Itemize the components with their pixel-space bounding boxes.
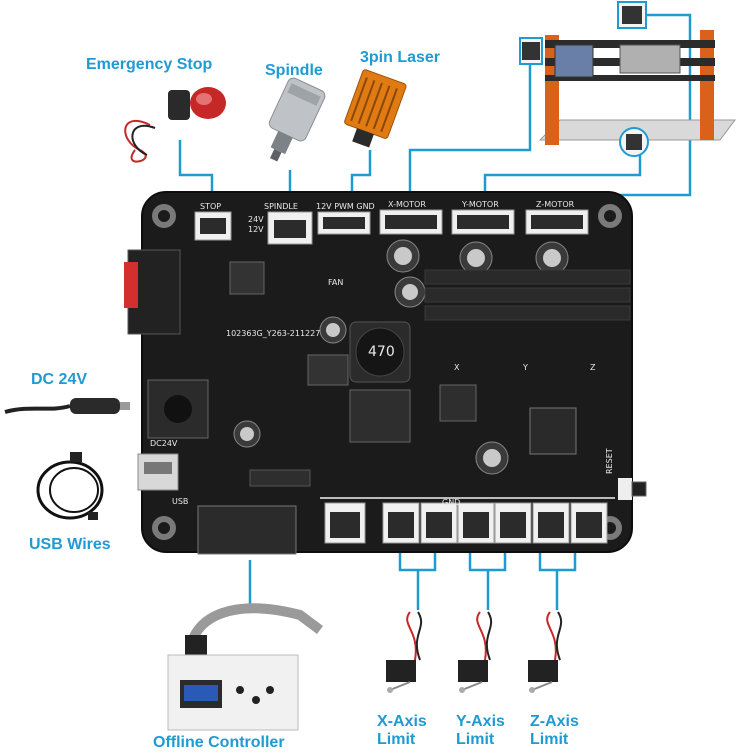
emergency-stop-image: [124, 87, 226, 163]
line-emergency-stop: [178, 140, 214, 205]
laser-image: [344, 69, 407, 148]
line-laser: [350, 150, 372, 205]
silk-dc24v: DC24V: [150, 439, 178, 448]
offline-controller-image: [167, 603, 323, 731]
silk-gnd: GND: [442, 498, 460, 507]
silk-y-motor: Y-MOTOR: [461, 200, 499, 209]
limit-switch-z-image: [528, 611, 563, 693]
silk-reset: RESET: [605, 448, 614, 474]
board-silkscreen: STOP SPINDLE 12V PWM GND X-MOTOR Y-MOTOR…: [150, 200, 614, 507]
silk-y: Y: [522, 363, 528, 372]
callout-y-limit-line2: Limit: [456, 731, 495, 748]
silk-usb: USB: [172, 497, 188, 506]
silk-laser-pins: 12V PWM GND: [316, 202, 375, 211]
line-y-motor: [483, 145, 642, 205]
silk-12v: 12V: [248, 225, 264, 234]
callout-laser: 3pin Laser: [360, 49, 441, 66]
callout-y-limit-line1: Y-Axis: [456, 713, 505, 730]
controller-board: [124, 191, 647, 555]
silk-board-id: 102363G_Y263-211227: [226, 329, 320, 338]
silk-stop: STOP: [200, 202, 221, 211]
callout-spindle: Spindle: [265, 62, 323, 79]
callout-emergency-stop: Emergency Stop: [86, 56, 213, 73]
callout-x-limit-line1: X-Axis: [377, 713, 427, 730]
silk-z: Z: [590, 363, 596, 372]
limit-switch-x-image: [386, 611, 423, 693]
callout-dc24v: DC 24V: [31, 371, 88, 388]
callout-x-limit: X-Axis Limit: [377, 713, 427, 749]
usb-cable-image: [36, 452, 104, 520]
callout-z-limit: Z-Axis Limit: [530, 713, 579, 749]
cnc-machine-image: [519, 1, 736, 157]
spindle-image: [268, 77, 326, 162]
callout-y-limit: Y-Axis Limit: [456, 713, 505, 749]
dc-cable-image: [4, 398, 130, 414]
callout-z-limit-line1: Z-Axis: [530, 713, 579, 730]
line-y-limit: [468, 545, 507, 610]
line-z-limit: [538, 545, 577, 610]
silk-inductor: 470: [368, 344, 395, 360]
callout-offline-controller: Offline Controller: [153, 734, 285, 751]
callout-usb-wires: USB Wires: [29, 536, 111, 553]
silk-x: X: [454, 363, 460, 372]
callout-z-limit-line2: Limit: [530, 731, 569, 748]
line-x-limit: [398, 545, 437, 610]
silk-spindle: SPINDLE: [264, 202, 298, 211]
callout-x-limit-line2: Limit: [377, 731, 416, 748]
silk-z-motor: Z-MOTOR: [536, 200, 575, 209]
silk-x-motor: X-MOTOR: [388, 200, 426, 209]
limit-switch-y-image: [458, 611, 493, 693]
silk-24v: 24V: [248, 215, 264, 224]
silk-fan: FAN: [328, 278, 343, 287]
